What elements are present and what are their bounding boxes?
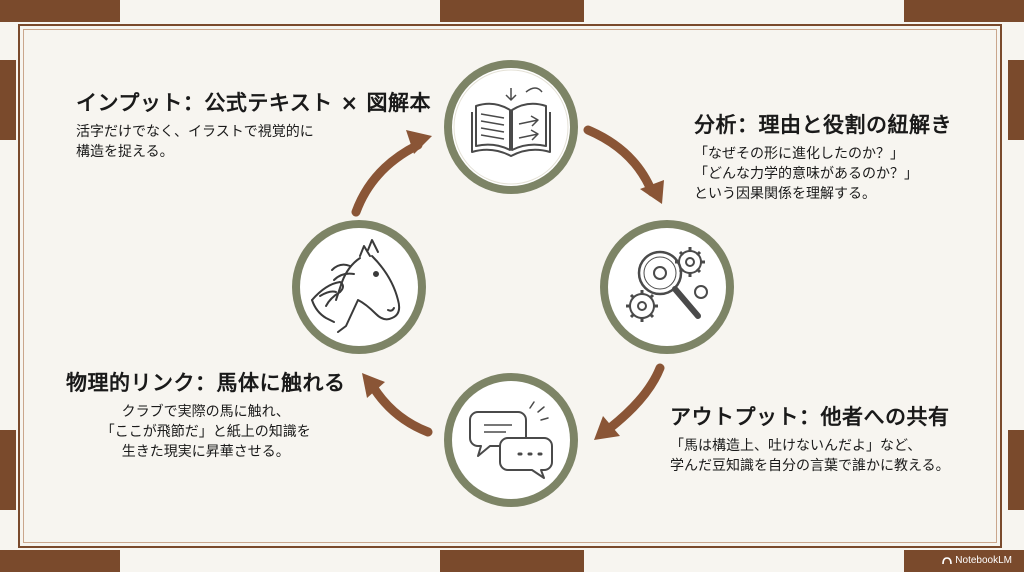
side-decor-left-top xyxy=(0,60,16,140)
step-output: アウトプット：他者への共有 「馬は構造上、吐けないんだよ」など、 学んだ豆知識を… xyxy=(670,404,950,476)
corner-decor-bottom-left xyxy=(0,550,120,572)
step-physical-line: 「ここが飛節だ」と紙上の知識を xyxy=(100,424,311,440)
step-output-line: 学んだ豆知識を自分の言葉で誰かに教える。 xyxy=(670,458,950,474)
horse-head-icon xyxy=(311,239,401,333)
step-physical-line: クラブで実際の馬に触れ、 xyxy=(121,404,290,420)
step-output-line: 「馬は構造上、吐けないんだよ」など、 xyxy=(670,438,922,454)
corner-decor-top-right xyxy=(904,0,1024,22)
inner-frame xyxy=(23,29,997,543)
arrowhead-bottom xyxy=(594,416,620,440)
step-input-title: インプット：公式テキスト × 図解本 xyxy=(76,91,431,115)
open-book-icon xyxy=(471,87,551,157)
step-output-desc: 「馬は構造上、吐けないんだよ」など、 学んだ豆知識を自分の言葉で誰かに教える。 xyxy=(670,436,950,476)
cycle-arrows xyxy=(351,125,665,437)
credit-label: NotebookLM xyxy=(955,555,1012,566)
step-physical-title: 物理的リンク：馬体に触れる xyxy=(66,371,346,395)
corner-decor-top-left xyxy=(0,0,120,22)
step-analysis-line: 「どんな力学的意味があるのか？」 xyxy=(694,166,918,182)
step-analysis-line: 「なぜその形に進化したのか？」 xyxy=(694,146,904,162)
step-analysis-title: 分析：理由と役割の紐解き xyxy=(694,113,952,137)
step-input-desc: 活字だけでなく、イラストで視覚的に 構造を捉える。 xyxy=(76,122,431,162)
step-analysis-line: という因果関係を理解する。 xyxy=(694,186,876,202)
notebooklm-logo-icon xyxy=(942,557,953,565)
side-decor-right-bottom xyxy=(1008,430,1024,510)
step-analysis-desc: 「なぜその形に進化したのか？」 「どんな力学的意味があるのか？」 という因果関係… xyxy=(694,144,952,204)
side-decor-right-top xyxy=(1008,60,1024,140)
notebooklm-credit: NotebookLM xyxy=(942,555,1012,566)
gears-magnifier-icon xyxy=(626,247,708,322)
step-physical-line: 生きた現実に昇華させる。 xyxy=(121,444,290,460)
circle-left xyxy=(292,220,426,354)
bottom-center-decor xyxy=(440,550,584,572)
step-input-line: 構造を捉える。 xyxy=(76,144,174,160)
arrowhead-top xyxy=(406,130,432,154)
step-input: インプット：公式テキスト × 図解本 活字だけでなく、イラストで視覚的に 構造を… xyxy=(76,90,431,162)
step-output-title: アウトプット：他者への共有 xyxy=(670,405,950,429)
outer-frame xyxy=(18,24,1002,548)
arrow-top-to-right xyxy=(583,125,657,197)
arrowhead-left xyxy=(362,373,385,398)
step-physical: 物理的リンク：馬体に触れる クラブで実際の馬に触れ、 「ここが飛節だ」と紙上の知… xyxy=(66,370,346,462)
arrowhead-right xyxy=(640,180,664,204)
side-decor-left-bottom xyxy=(0,430,16,510)
corner-decor-bottom-right xyxy=(904,550,1024,572)
arrow-left-to-top xyxy=(351,140,423,217)
step-physical-desc: クラブで実際の馬に触れ、 「ここが飛節だ」と紙上の知識を 生きた現実に昇華させる… xyxy=(66,402,346,462)
speech-bubbles-icon xyxy=(469,401,553,479)
step-input-line: 活字だけでなく、イラストで視覚的に xyxy=(76,124,314,140)
arrow-right-to-bottom xyxy=(605,363,665,433)
step-analysis: 分析：理由と役割の紐解き 「なぜその形に進化したのか？」 「どんな力学的意味があ… xyxy=(694,112,952,204)
top-center-decor xyxy=(440,0,584,22)
arrow-bottom-to-left xyxy=(367,380,433,437)
